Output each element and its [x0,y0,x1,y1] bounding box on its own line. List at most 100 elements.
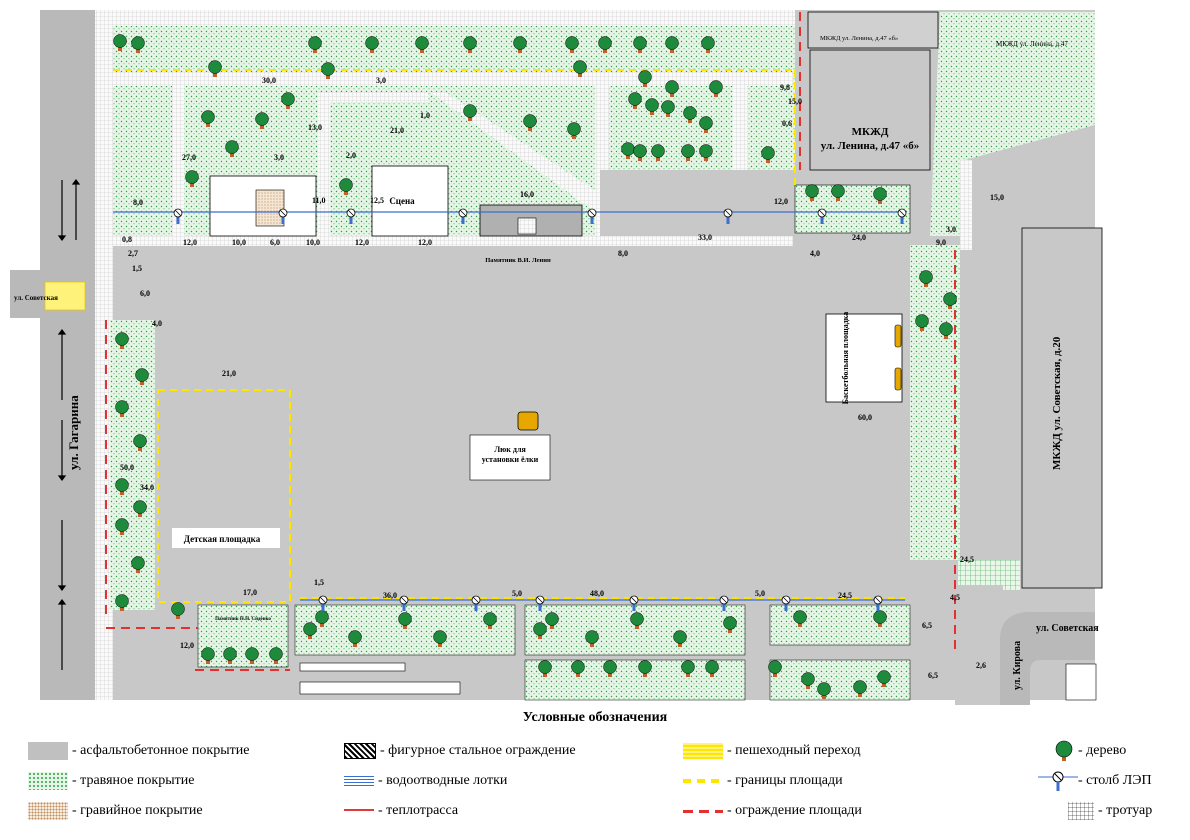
legend-tree: - дерево [1050,739,1126,763]
dimension-label: 0,8 [122,235,132,244]
street-sovetskaya-left-label: ул. Советская [14,294,58,302]
tree-icon [705,660,719,677]
dimension-label: 4,5 [950,593,960,602]
power-pole-icon [781,595,791,611]
legend-drain: - водоотводные лотки [338,769,507,793]
tree-icon [768,660,782,677]
tree-icon [723,616,737,633]
sidewalk-diagonal [430,92,610,212]
legend-grass-text: - травяное покрытие [72,773,195,788]
trees [113,34,957,699]
legend-sidewalk-text: - тротуар [1098,803,1153,818]
tree-icon [699,144,713,161]
dimension-label: 60,0 [858,413,872,422]
legend-fence: - ограждение площади [683,799,862,823]
bottom-walk-1 [299,681,461,695]
asphalt-swatch [28,742,68,760]
boundary-swatch [683,779,723,783]
pedestrian-crossing [44,281,86,311]
tree-icon [245,647,259,664]
sidewalk-inner-v [172,86,184,236]
tree-icon [709,80,723,97]
power-pole-icon [535,595,545,611]
tree-icon [701,36,715,53]
drain-swatch [344,774,374,788]
tree-icon [281,92,295,109]
gravel-inner [255,189,285,227]
tree-icon [115,518,129,535]
legend: - асфальтобетонное покрытие - травяное п… [28,735,1178,835]
dimension-label: 12,0 [180,641,194,650]
basket-hoop-1 [894,324,902,348]
tree-icon [303,622,317,639]
fence-steel-swatch [344,743,376,759]
building-mkzhd-sovetskaya [1021,227,1103,589]
building-mkzhd-top-right-label: МКЖД ул. Ленина, д.47 [996,40,1068,48]
monument-lenin-label: Памятник В.И. Ленин [485,257,551,264]
tree-hatch-label-box [469,434,551,481]
dimension-label: 2,0 [346,151,356,160]
dimension-label: 10,0 [232,238,246,247]
dimension-label: 5,0 [512,589,522,598]
tree-icon [365,36,379,53]
tree-icon [638,70,652,87]
grass-swatch [28,772,68,790]
tree-icon [665,80,679,97]
tree-icon [817,682,831,699]
dimension-label: 17,0 [243,588,257,597]
fence-line [105,12,956,671]
tree-icon [131,556,145,573]
power-pole-icon [897,208,907,224]
arrow-head-icon [57,585,67,591]
playground [155,390,290,602]
tree-icon [223,647,237,664]
tree-icon [339,178,353,195]
dimension-label: 24,5 [838,591,852,600]
dimension-label: 9,8 [780,83,790,92]
tree-hatch-marker [517,411,539,431]
grass-right-top [930,12,1095,236]
dimension-label: 21,0 [390,126,404,135]
dimension-label: 0,6 [782,119,792,128]
tree-icon [831,184,845,201]
dimension-label: 4,0 [152,319,162,328]
tree-icon [533,622,547,639]
stage-label: Сцена [389,196,415,206]
tree-icon [673,630,687,647]
power-pole-icon [1038,771,1078,791]
dimension-label: 5,0 [755,589,765,598]
tree-icon [115,400,129,417]
tree-icon [873,187,887,204]
legend-drain-text: - водоотводные лотки [378,773,508,788]
legend-heat-text: - теплотрасса [378,803,459,818]
dimension-label: 6,0 [140,289,150,298]
playground-label-box [172,528,280,548]
basketball-label: Баскетбольная площадка [841,312,850,405]
tree-icon [761,146,775,163]
dimension-label: 12,0 [418,238,432,247]
playground-label: Детская площадка [184,534,261,544]
tree-icon [463,36,477,53]
dimension-label: 6,0 [270,238,280,247]
dimension-label: 24,0 [852,233,866,242]
sidewalk-inner-h [318,92,428,102]
dimension-label: 12,0 [355,238,369,247]
dimension-label: 1,5 [132,264,142,273]
dimension-label: 1,0 [420,111,430,120]
tree-icon [1055,740,1073,761]
sidewalk-top-path [113,72,793,86]
tree-icon [545,612,559,629]
power-pole-icon [458,208,468,224]
tree-icon [943,292,957,309]
dimension-label: 27,0 [182,153,196,162]
legend-tree-text: - дерево [1078,743,1127,758]
tree-icon [628,92,642,109]
street-gagarina-label: ул. Гагарина [66,395,81,470]
power-pole-icon [346,208,356,224]
legend-boundary: - границы площади [683,769,843,793]
tree-icon [571,660,585,677]
top-paved-area [600,170,780,236]
